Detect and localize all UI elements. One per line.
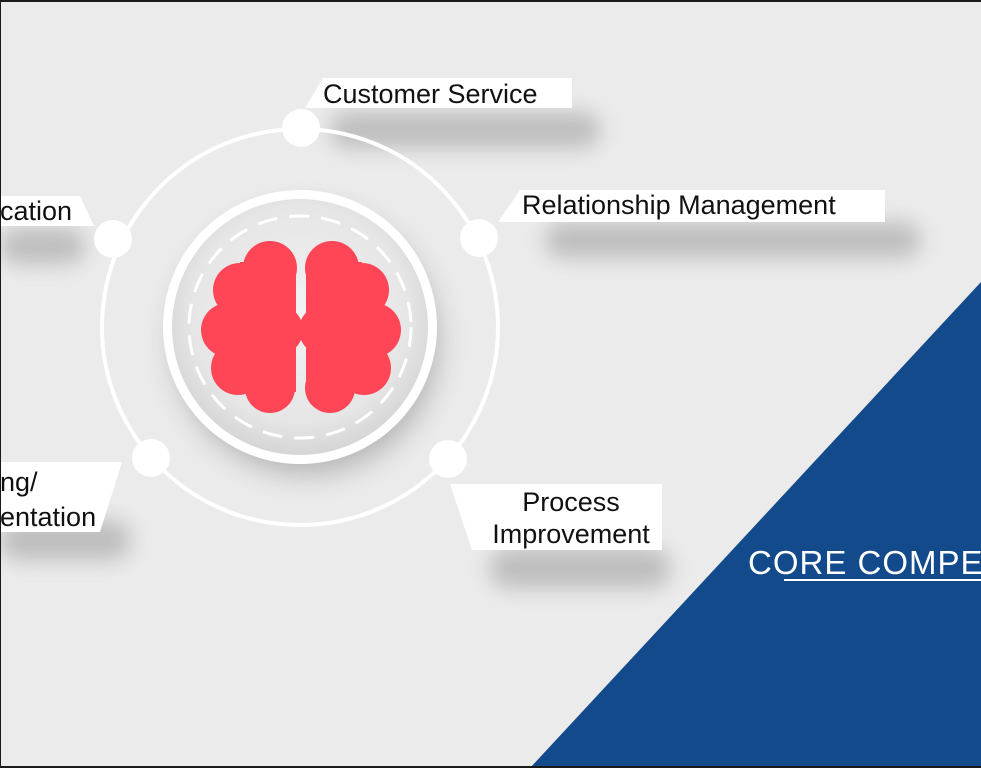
banner-triangle xyxy=(530,282,981,768)
frame-border-bottom xyxy=(0,766,981,768)
banner-title: CORE COMPE xyxy=(748,544,981,581)
tag-customer-service xyxy=(305,78,572,108)
tag-process-improvement xyxy=(450,484,662,550)
frame-border-top xyxy=(0,0,981,2)
node-process-improvement xyxy=(429,440,467,478)
label-tags xyxy=(0,78,885,550)
label-shadows xyxy=(0,112,920,588)
label-customer-service: Customer Service xyxy=(323,79,538,109)
ring-nodes xyxy=(94,109,498,478)
frame-border-left xyxy=(0,0,1,768)
tag-left-bottom xyxy=(0,462,122,532)
label-left-top: cation xyxy=(0,196,73,226)
label-left-bottom-line1: ng/ xyxy=(0,467,38,497)
tag-relationship-management xyxy=(498,190,885,222)
node-left-top xyxy=(94,220,132,258)
label-left-bottom-line2: entation xyxy=(0,502,97,532)
dashed-ring xyxy=(187,214,413,440)
node-customer-service xyxy=(282,109,320,147)
node-relationship-management xyxy=(460,219,498,257)
tag-left-top xyxy=(0,196,94,226)
label-process-improvement: Process Improvement xyxy=(492,487,650,549)
label-relationship-management: Relationship Management xyxy=(522,190,836,220)
brain-icon xyxy=(201,241,401,413)
node-left-bottom xyxy=(132,439,170,477)
